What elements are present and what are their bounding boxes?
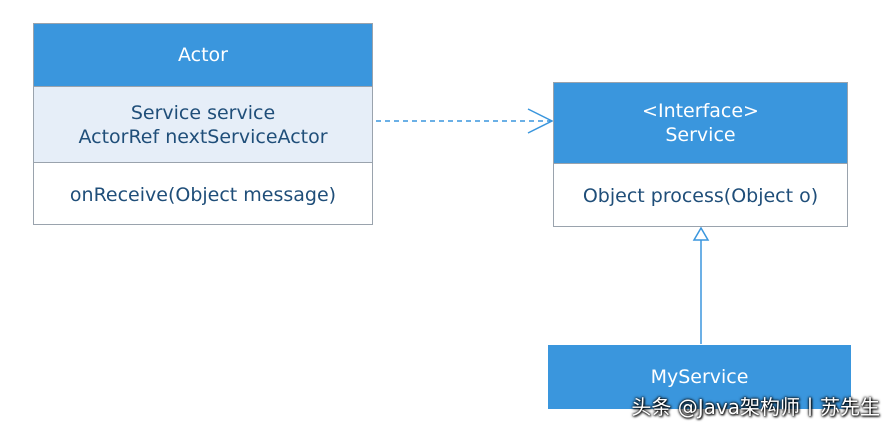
service-method-process: Object process(Object o) (582, 184, 819, 207)
service-interface-name: Service (665, 124, 736, 146)
service-interface-box[interactable]: <Interface> Service Object process(Objec… (553, 82, 848, 227)
service-interface-header: <Interface> Service (554, 83, 847, 163)
service-stereotype: <Interface> (642, 100, 759, 122)
my-service-class-name: MyService (549, 346, 850, 408)
actor-method-on-receive: onReceive(Object message) (69, 183, 337, 206)
actor-attributes-section: Service service ActorRef nextServiceActo… (34, 86, 372, 162)
my-service-class-box[interactable]: MyService (548, 345, 851, 409)
actor-class-box[interactable]: Actor Service service ActorRef nextServi… (33, 23, 373, 225)
actor-attribute-service: Service service (130, 101, 276, 124)
actor-class-name: Actor (34, 24, 372, 86)
watermark: 头条 @Java架构师丨苏先生 (631, 395, 880, 419)
actor-attribute-next-service-actor: ActorRef nextServiceActor (78, 125, 328, 148)
dependency-arrow-head (527, 108, 554, 134)
actor-methods-section: onReceive(Object message) (34, 162, 372, 226)
realization-arrow-head (692, 226, 710, 241)
service-methods-section: Object process(Object o) (554, 163, 847, 227)
